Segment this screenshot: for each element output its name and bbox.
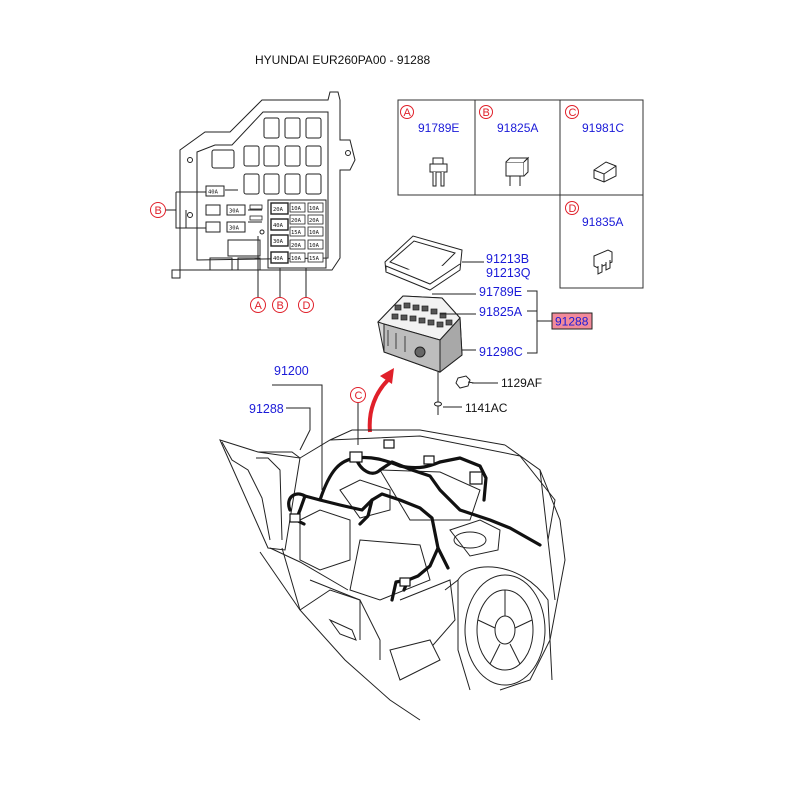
main-part-number: 91288 — [555, 315, 589, 329]
callout-b-left: B — [150, 191, 206, 229]
callout-letter: B — [155, 205, 162, 217]
blade-fuse-icon — [429, 157, 448, 187]
fuse-grid: 20A 40A 30A 40A 10A 20A 15A 20A 10A 10A … — [267, 199, 327, 269]
connector-blocks — [289, 439, 483, 587]
fuse-label: 10A — [291, 256, 302, 262]
fuse-label: 15A — [291, 230, 302, 236]
legend-cell-a: A 91789E — [400, 105, 459, 187]
red-arrow-icon — [367, 368, 394, 433]
fuse-label: 20A — [291, 243, 302, 249]
legend-cell-b: B 91825A — [479, 105, 538, 186]
callout-letter: B — [483, 107, 490, 119]
junction-box-cover-drawing — [384, 235, 463, 291]
wiring-harness — [287, 455, 542, 602]
legend-cell-c: C 91981C — [565, 105, 624, 183]
part-number: 91789E — [479, 285, 522, 299]
part-number: 91298C — [479, 345, 523, 359]
fuse-label: 10A — [291, 206, 302, 212]
square-fuse-icon — [505, 156, 530, 186]
leader-lines — [432, 290, 552, 408]
part-number: 1141AC — [465, 401, 508, 415]
fuse-label: 30A — [273, 239, 284, 245]
callout-letter: D — [569, 203, 577, 215]
part-number: 91288 — [249, 402, 284, 416]
part-number: 91981C — [582, 121, 624, 135]
bolt-icon — [455, 375, 475, 389]
part-number: 91200 — [274, 364, 309, 378]
callout-a: A — [250, 297, 266, 313]
fuse-label: 20A — [273, 207, 284, 213]
part-number: 91825A — [479, 305, 523, 319]
diagram-title: HYUNDAI EUR260PA00 - 91288 — [255, 53, 431, 67]
part-number: 1129AF — [501, 376, 542, 390]
fuse-label: 20A — [309, 218, 320, 224]
fuse-label: 15A — [309, 256, 320, 262]
callout-b: B — [272, 297, 288, 313]
legend-table — [397, 99, 644, 289]
left-fuse-group: 40A 30A 30A — [205, 185, 263, 233]
part-number: 91213Q — [486, 266, 531, 280]
callout-c: C — [350, 387, 366, 445]
mini-fuse-icon — [593, 249, 613, 275]
callout-d: D — [298, 297, 314, 313]
callout-letter: C — [355, 390, 363, 402]
part-number: 91825A — [497, 121, 538, 135]
harness-leaders — [272, 384, 323, 490]
fuse-label: 40A — [273, 256, 284, 262]
fuse-label: 10A — [309, 230, 320, 236]
fuse-label: 30A — [229, 226, 240, 232]
callout-letter: A — [404, 107, 412, 119]
highlight-box — [551, 312, 593, 330]
callouts-bottom — [257, 236, 307, 298]
fuse-label: 40A — [273, 223, 284, 229]
junction-box-drawing — [377, 295, 463, 374]
screw-icon — [434, 401, 442, 415]
fuse-label: 40A — [208, 190, 219, 196]
callout-letter: B — [277, 300, 284, 312]
car-body-drawing — [219, 429, 566, 721]
fuse-label: 10A — [309, 206, 320, 212]
fuse-label: 30A — [229, 209, 240, 215]
legend-cell-d: D 91835A — [565, 201, 623, 275]
callout-letter: A — [255, 300, 263, 312]
part-number: 91213B — [486, 252, 529, 266]
callout-letter: D — [303, 300, 311, 312]
part-number: 91835A — [582, 215, 623, 229]
cartridge-icon — [593, 161, 617, 183]
callout-letter: C — [569, 107, 577, 119]
part-number: 91789E — [418, 121, 459, 135]
fuse-box-drawing — [171, 91, 356, 279]
fuse-label: 10A — [309, 243, 320, 249]
fuse-label: 20A — [291, 218, 302, 224]
